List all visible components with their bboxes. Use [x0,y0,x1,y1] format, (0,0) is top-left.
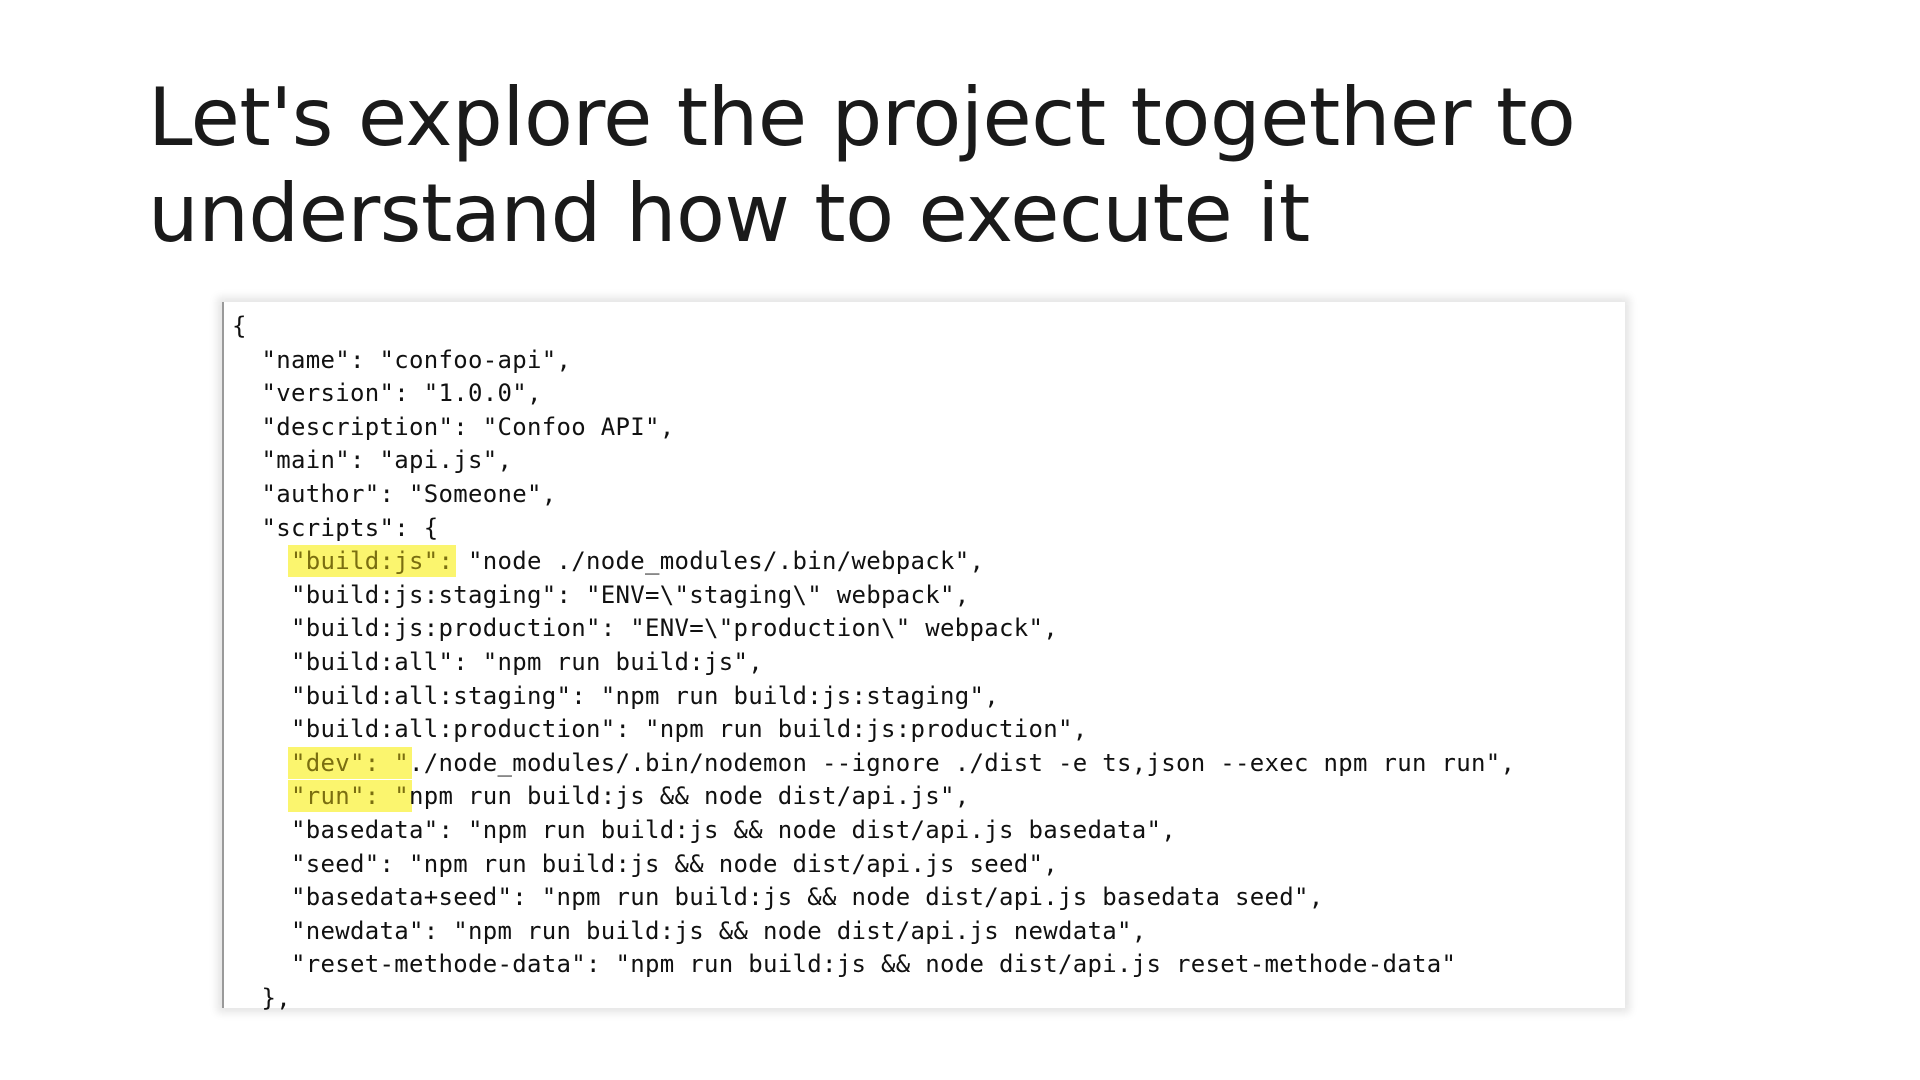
code-text: "version": "1.0.0", [261,379,542,408]
code-text: }, [261,983,291,1012]
code-text: "build:js:production": "ENV=\"production… [291,614,1058,643]
code-indent [232,715,291,743]
code-indent [232,917,291,945]
code-indent [232,782,291,810]
code-text: "newdata": "npm run build:js && node dis… [291,916,1147,945]
code-line: "basedata": "npm run build:js && node di… [232,814,1515,848]
code-indent [232,950,291,978]
code-highlight: "build:js": [288,545,457,578]
code-line: "seed": "npm run build:js && node dist/a… [232,848,1515,882]
code-text: { [232,312,247,340]
code-highlight: "dev": " [288,746,412,779]
code-indent [232,614,291,642]
code-indent [232,446,262,474]
code-text: "build:all:staging": "npm run build:js:s… [291,681,999,710]
code-line: "newdata": "npm run build:js && node dis… [232,915,1515,949]
code-line: "dev": "./node_modules/.bin/nodemon --ig… [232,746,1516,781]
code-indent [232,581,291,609]
code-indent [232,547,291,575]
code-line: "version": "1.0.0", [232,377,1515,411]
code-line: }, [232,982,1515,1016]
code-text: "reset-methode-data": "npm run build:js … [291,950,1457,979]
code-screenshot-panel: { "name": "confoo-api", "version": "1.0.… [222,302,1625,1012]
code-line: "basedata+seed": "npm run build:js && no… [232,881,1515,915]
code-indent [232,883,291,911]
code-indent [232,749,291,777]
code-line: { [232,310,1515,344]
code-indent [232,682,291,710]
code-indent [232,816,291,844]
code-text: "build:all": "npm run build:js", [291,647,763,676]
code-text: "node ./node_modules/.bin/webpack", [453,547,985,576]
code-line: "build:all": "npm run build:js", [232,646,1515,680]
code-text: "seed": "npm run build:js && node dist/a… [291,849,1058,878]
slide-title: Let's explore the project together to un… [148,70,1748,262]
code-line: "build:all:production": "npm run build:j… [232,713,1515,747]
code-indent [232,480,262,508]
code-highlight: "run": " [288,780,412,813]
code-indent [232,346,262,374]
code-text: "basedata+seed": "npm run build:js && no… [291,883,1324,912]
code-line: "name": "confoo-api", [232,344,1515,378]
package-json-code: { "name": "confoo-api", "version": "1.0.… [232,310,1515,1015]
slide-title-line-2: understand how to execute it [148,167,1310,260]
code-line: "build:all:staging": "npm run build:js:s… [232,680,1515,714]
code-text: "name": "confoo-api", [261,345,572,374]
code-text: "author": "Someone", [261,479,557,508]
code-text: "main": "api.js", [261,446,513,475]
code-line: "build:js": "node ./node_modules/.bin/we… [232,545,1515,579]
code-text: "build:js:staging": "ENV=\"staging\" web… [291,580,970,609]
code-text: "description": "Confoo API", [261,412,675,441]
code-line: "run": "npm run build:js && node dist/ap… [232,780,1515,814]
code-indent [232,648,291,676]
code-line: "description": "Confoo API", [232,411,1515,445]
code-indent [232,379,262,407]
code-text: "build:all:production": "npm run build:j… [291,715,1088,744]
code-text: "basedata": "npm run build:js && node di… [291,815,1176,844]
code-indent [232,984,262,1012]
code-indent [232,514,262,542]
code-text: npm run build:js && node dist/api.js", [409,782,970,811]
code-line: "main": "api.js", [232,444,1515,478]
code-line: "author": "Someone", [232,478,1515,512]
slide-title-line-1: Let's explore the project together to [148,71,1576,164]
code-indent [232,413,262,441]
code-line: "build:js:production": "ENV=\"production… [232,612,1515,646]
code-line: "reset-methode-data": "npm run build:js … [232,948,1515,982]
code-line: "scripts": { [232,512,1515,546]
code-line: "build:js:staging": "ENV=\"staging\" web… [232,579,1515,613]
code-text: "scripts": { [261,513,439,542]
code-text: ./node_modules/.bin/nodemon --ignore ./d… [409,748,1516,777]
code-indent [232,850,291,878]
